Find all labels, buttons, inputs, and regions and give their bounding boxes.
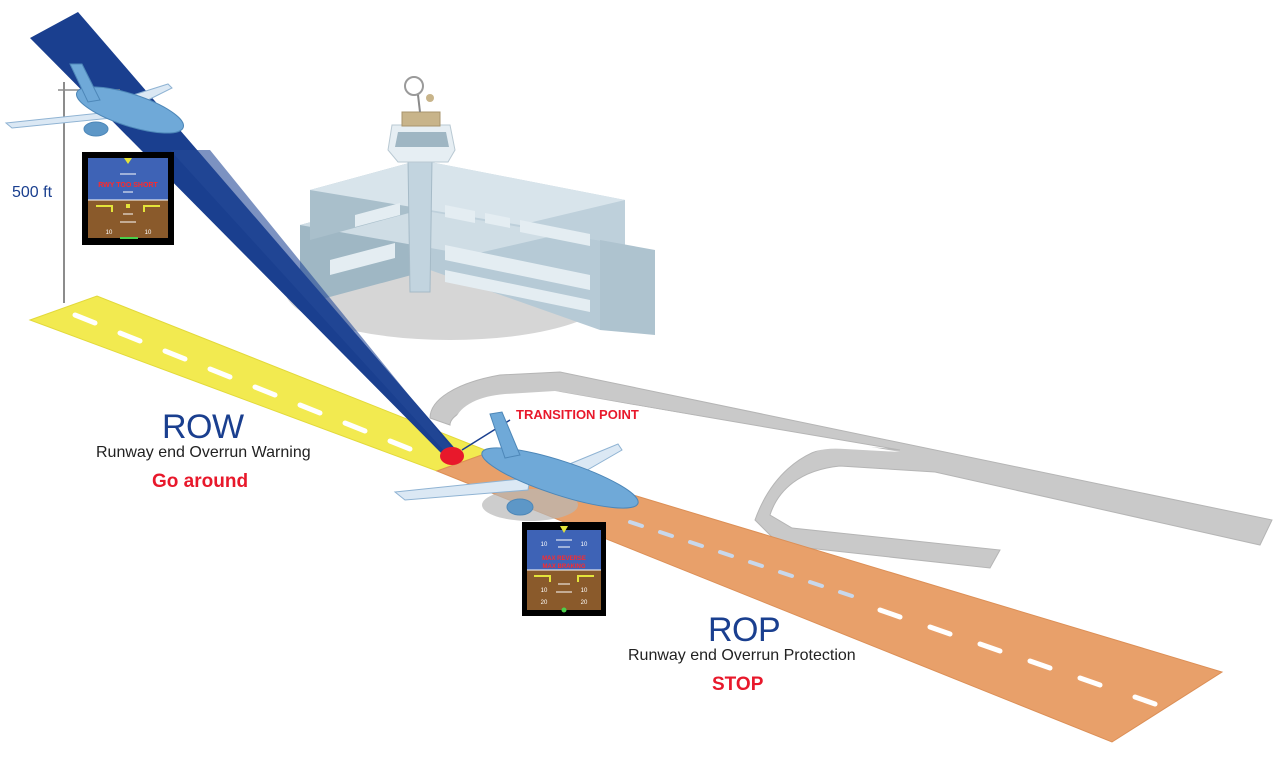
pfd-bottom-scale-low-right: 20 — [581, 600, 588, 606]
row-acronym: ROW — [162, 408, 244, 446]
rop-zone — [435, 451, 1224, 743]
pfd-top-scale-right: 10 — [145, 230, 152, 236]
row-zone — [28, 295, 492, 472]
rop-blue-dashes — [628, 520, 854, 598]
altitude-label: 500 ft — [12, 184, 53, 201]
pfd-bottom: MAX REVERSE MAX BRAKING 10 10 10 10 20 2… — [522, 522, 606, 616]
pfd-bottom-scale-mid-left: 10 — [541, 588, 548, 594]
pfd-top-warning: RWY TOO SHORT — [98, 182, 158, 189]
terminal-building — [285, 160, 655, 340]
transition-point-label: TRANSITION POINT — [516, 407, 639, 422]
row-description: Runway end Overrun Warning — [96, 444, 311, 461]
rop-description: Runway end Overrun Protection — [628, 647, 856, 664]
row-centerline — [72, 312, 413, 452]
pfd-bottom-warning-2: MAX BRAKING — [543, 564, 586, 570]
taxiway — [429, 371, 1273, 569]
row-action: Go around — [152, 471, 249, 492]
rop-action: STOP — [712, 674, 764, 695]
pfd-bottom-scale-mid-right: 10 — [581, 588, 588, 594]
pfd-top: RWY TOO SHORT 10 10 — [82, 152, 174, 245]
pfd-bottom-scale-top-right: 10 — [581, 542, 588, 548]
pfd-bottom-scale-top-left: 10 — [541, 542, 548, 548]
rop-centerline — [877, 607, 1158, 707]
pfd-bottom-scale-low-left: 20 — [541, 600, 548, 606]
rop-acronym: ROP — [708, 611, 781, 649]
control-tower — [387, 76, 456, 293]
pfd-bottom-warning-1: MAX REVERSE — [542, 556, 586, 562]
airborne-aircraft — [4, 63, 184, 137]
pfd-top-scale-left: 10 — [106, 230, 113, 236]
building-windows — [330, 203, 590, 312]
landing-aircraft — [393, 411, 639, 521]
